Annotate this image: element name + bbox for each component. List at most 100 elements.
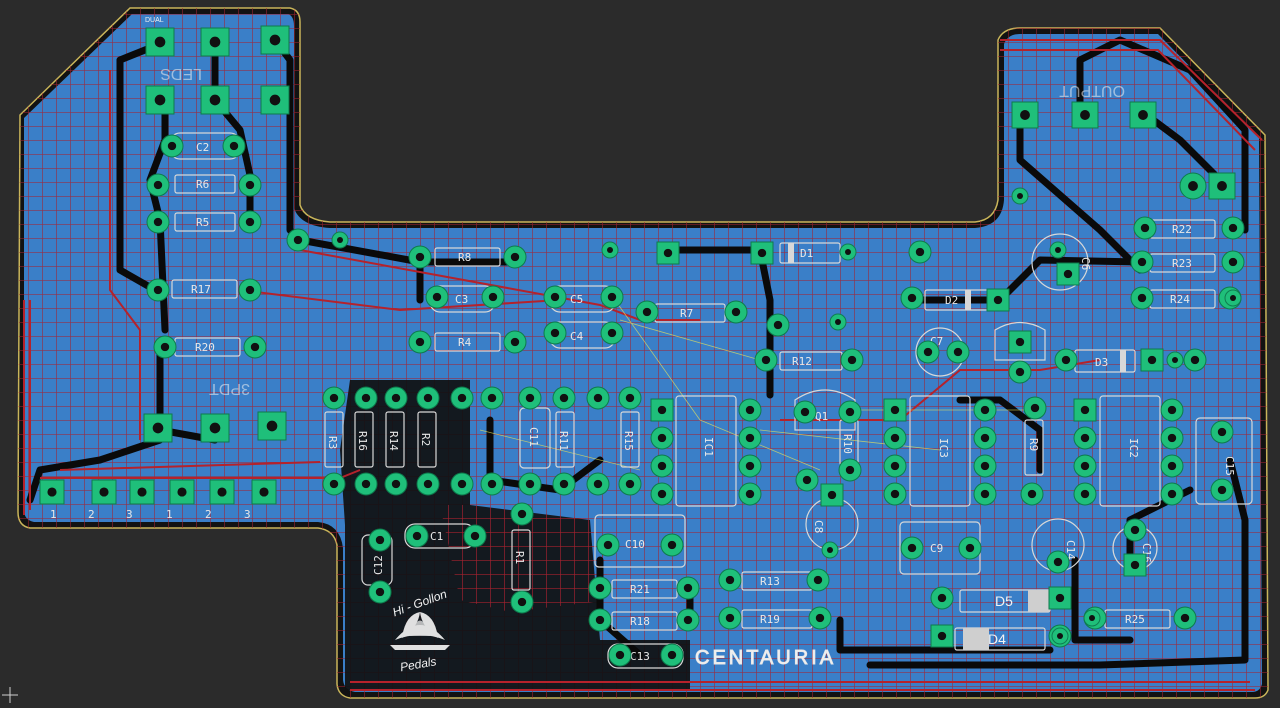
square-pad	[1208, 172, 1236, 200]
svg-text:R9: R9	[1027, 438, 1040, 451]
square-pad	[257, 411, 287, 441]
svg-text:Q1: Q1	[815, 410, 828, 423]
via	[1083, 609, 1101, 627]
svg-text:R24: R24	[1170, 293, 1190, 306]
round-pad	[900, 286, 924, 310]
round-pad	[405, 524, 429, 548]
round-pad	[1160, 482, 1184, 506]
round-pad	[946, 340, 970, 364]
square-pad	[143, 413, 173, 443]
square-pad	[1129, 101, 1157, 129]
silkscreen-labels: DUAL LEDS OUTPUT 3PDT CENTAURIA	[145, 17, 1125, 669]
round-pad	[552, 386, 576, 410]
svg-text:1: 1	[50, 508, 57, 521]
square-pad	[1073, 398, 1097, 422]
square-pad	[200, 413, 230, 443]
round-pad	[243, 335, 267, 359]
round-pad	[738, 454, 762, 478]
svg-text:R4: R4	[458, 336, 472, 349]
via	[1224, 289, 1242, 307]
resistor-R16: R16	[354, 411, 374, 468]
round-pad	[1160, 426, 1184, 450]
footswitch-label: 3PDT	[209, 380, 250, 397]
square-pad	[820, 483, 844, 507]
round-pad	[650, 426, 674, 450]
round-pad	[286, 228, 310, 252]
via	[601, 241, 619, 259]
round-pad	[1054, 348, 1078, 372]
round-pad	[238, 173, 262, 197]
svg-text:C8: C8	[812, 520, 825, 533]
round-pad	[596, 533, 620, 557]
square-pad	[986, 288, 1010, 312]
round-pad	[425, 285, 449, 309]
round-pad	[795, 468, 819, 492]
svg-text:2: 2	[88, 508, 95, 521]
svg-text:R23: R23	[1172, 257, 1192, 270]
round-pad	[588, 608, 612, 632]
svg-text:R14: R14	[387, 431, 400, 451]
round-pad	[766, 313, 790, 337]
svg-text:D3: D3	[1095, 356, 1108, 369]
round-pad	[354, 472, 378, 496]
round-pad	[1160, 398, 1184, 422]
svg-text:C2: C2	[196, 141, 209, 154]
round-pad	[600, 285, 624, 309]
round-pad	[588, 576, 612, 600]
round-pad	[322, 472, 346, 496]
round-pad	[635, 300, 659, 324]
round-pad	[146, 210, 170, 234]
square-pad	[200, 27, 230, 57]
round-pad	[543, 285, 567, 309]
round-pad	[754, 348, 778, 372]
round-pad	[518, 472, 542, 496]
square-pad	[1011, 101, 1039, 129]
via	[829, 313, 847, 331]
svg-text:R22: R22	[1172, 223, 1192, 236]
round-pad	[503, 245, 527, 269]
round-pad	[481, 285, 505, 309]
ic-IC2: IC2	[1099, 395, 1161, 507]
flower-graphic	[390, 612, 450, 650]
square-pad	[129, 479, 155, 505]
round-pad	[838, 400, 862, 424]
round-pad	[450, 386, 474, 410]
round-pad	[973, 482, 997, 506]
round-pad	[238, 278, 262, 302]
svg-text:C3: C3	[455, 293, 468, 306]
round-pad	[1173, 606, 1197, 630]
round-pad	[930, 586, 954, 610]
svg-text:R1: R1	[513, 551, 526, 564]
square-pad	[1140, 348, 1164, 372]
output-label: OUTPUT	[1059, 82, 1125, 99]
round-pad	[1023, 396, 1047, 420]
svg-text:1: 1	[166, 508, 173, 521]
round-pad	[1179, 172, 1207, 200]
svg-text:R2: R2	[419, 433, 432, 446]
round-pad	[660, 643, 684, 667]
svg-text:R5: R5	[196, 216, 209, 229]
round-pad	[958, 536, 982, 560]
resistor-R6: R6	[174, 174, 236, 194]
round-pad	[552, 472, 576, 496]
resistor-R14: R14	[385, 411, 405, 468]
svg-text:R7: R7	[680, 307, 693, 320]
svg-text:R17: R17	[191, 283, 211, 296]
resistor-R4: R4	[434, 332, 501, 352]
diode-outlines: D1 D2 D3 D4 D5	[779, 242, 1136, 651]
ic-IC1: IC1	[675, 395, 737, 507]
svg-text:R15: R15	[622, 431, 635, 451]
square-pad	[200, 85, 230, 115]
round-pad	[222, 134, 246, 158]
svg-text:C12: C12	[372, 555, 385, 575]
svg-text:R21: R21	[630, 583, 650, 596]
round-pad	[518, 386, 542, 410]
round-pad	[973, 454, 997, 478]
square-pad	[1056, 262, 1080, 286]
via	[1051, 627, 1069, 645]
svg-text:C5: C5	[570, 293, 583, 306]
round-pad	[1210, 478, 1234, 502]
capacitor-C15: C15	[1195, 417, 1253, 505]
round-pad	[724, 300, 748, 324]
